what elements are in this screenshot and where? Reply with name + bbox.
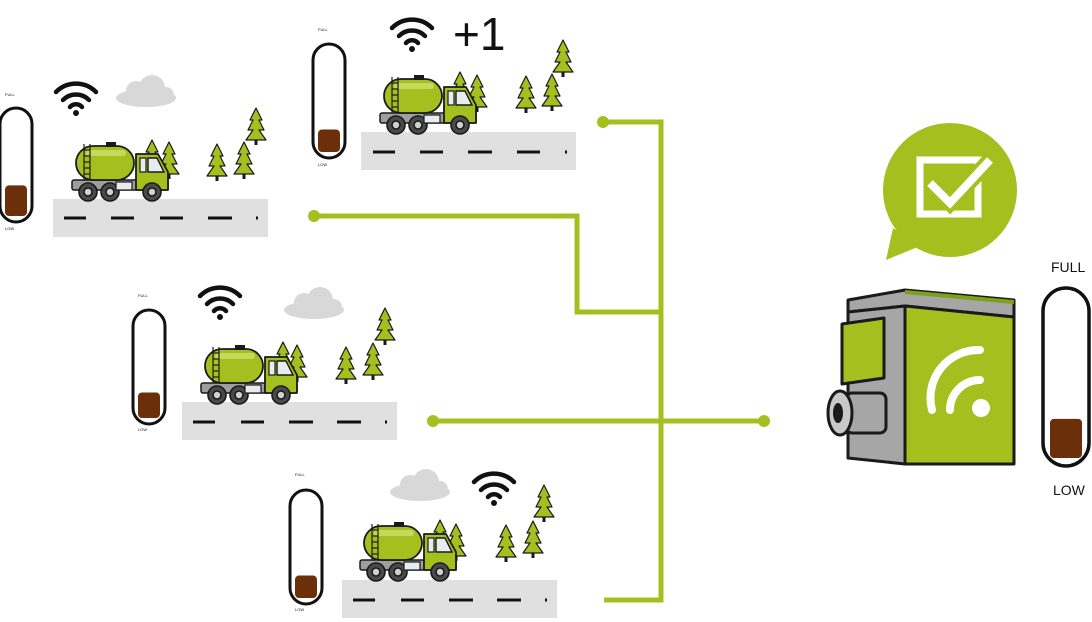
gauge-fill bbox=[5, 185, 27, 216]
wifi-icon bbox=[56, 84, 96, 116]
tree-icon bbox=[515, 75, 537, 114]
fill-gauge: FULL LOW bbox=[0, 92, 34, 231]
tree-icon bbox=[245, 107, 267, 146]
cloud-icon bbox=[116, 75, 176, 107]
tree-icon bbox=[335, 346, 357, 385]
gauge-fill bbox=[318, 129, 340, 152]
tree-icon bbox=[206, 143, 228, 182]
gauge-full-label: FULL bbox=[1051, 259, 1085, 275]
wifi-icon bbox=[200, 288, 240, 320]
truck-scene-1: FULL LOW bbox=[0, 75, 268, 237]
gauge-low-label: LOW bbox=[318, 162, 327, 167]
tree-icon bbox=[552, 39, 574, 78]
connector-node-receiver bbox=[758, 415, 770, 427]
truck-scene-4: FULL LOW bbox=[288, 469, 557, 618]
gauge-low-label: LOW bbox=[5, 226, 14, 231]
tree-icon bbox=[495, 524, 517, 563]
gauge-full-label: FULL bbox=[295, 472, 306, 477]
tree-icon bbox=[533, 484, 555, 523]
tree-icon bbox=[374, 307, 396, 346]
plus-one-badge: +1 bbox=[453, 8, 505, 60]
receiver-fill-gauge: FULL LOW bbox=[1041, 259, 1091, 498]
tree-icon bbox=[522, 520, 544, 559]
gauge-fill bbox=[295, 575, 317, 598]
gauge-fill bbox=[138, 392, 160, 418]
cloud-icon bbox=[390, 469, 450, 501]
wifi-icon bbox=[474, 474, 514, 506]
fill-gauge: FULL LOW bbox=[311, 27, 347, 167]
gauge-full-label: FULL bbox=[318, 27, 329, 32]
tree-icon bbox=[541, 73, 563, 112]
checkbox-check-icon bbox=[883, 123, 1017, 260]
gauge-full-label: FULL bbox=[5, 92, 16, 97]
gauge-low-label: LOW bbox=[138, 427, 147, 432]
wireless-tank-sensor-icon bbox=[826, 288, 1016, 466]
truck-scene-3: FULL LOW bbox=[131, 287, 397, 440]
connector-truck-2 bbox=[603, 119, 664, 603]
gauge-low-label: LOW bbox=[1053, 482, 1086, 498]
gauge-full-label: FULL bbox=[138, 293, 149, 298]
connector-node-truck-2 bbox=[597, 116, 609, 128]
tree-icon bbox=[233, 141, 255, 180]
truck-scene-2: +1 FULL LOW bbox=[311, 8, 576, 170]
cloud-icon bbox=[284, 287, 344, 319]
connector-node-truck-1 bbox=[308, 210, 320, 222]
connector-network bbox=[314, 119, 764, 603]
fill-gauge: FULL LOW bbox=[131, 293, 167, 432]
tree-icon bbox=[362, 342, 384, 381]
connector-node-truck-3 bbox=[427, 415, 439, 427]
gauge-fill bbox=[1050, 418, 1082, 458]
wifi-icon bbox=[392, 20, 432, 52]
gauge-low-label: LOW bbox=[295, 607, 304, 612]
connector-truck-1 bbox=[314, 213, 661, 315]
fill-gauge: FULL LOW bbox=[288, 472, 324, 612]
